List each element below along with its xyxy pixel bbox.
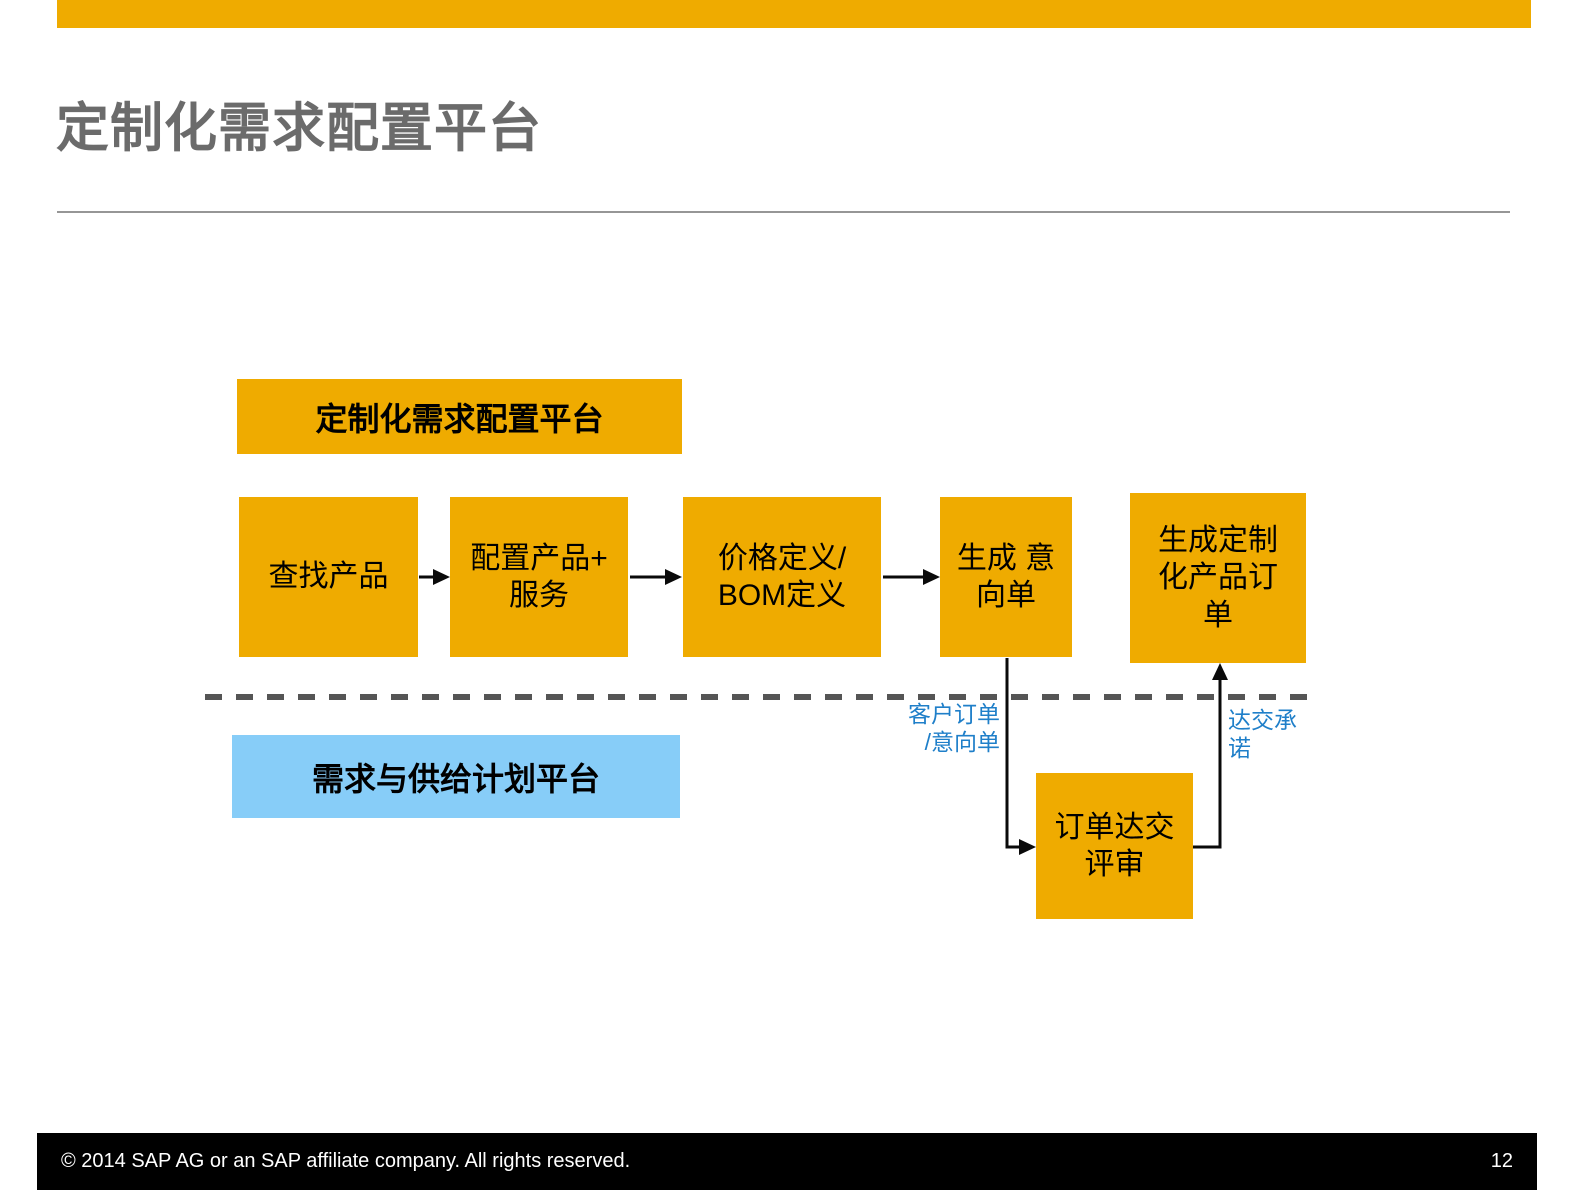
planning-platform-band-label: 需求与供给计划平台	[311, 760, 600, 797]
page-number: 12	[1490, 1150, 1513, 1172]
flow-step-price-bom-definition: 价格定义/ BOM定义	[683, 497, 881, 657]
connector-review-to-order	[1193, 663, 1228, 849]
slide-title: 定制化需求配置平台	[56, 99, 542, 158]
arrow-step3-step4	[883, 569, 940, 585]
planning-platform-band: 需求与供给计划平台	[232, 735, 680, 818]
connector-intent-to-review	[1005, 658, 1036, 855]
flow-step-create-custom-product-order: 生成定制 化产品订 单	[1130, 493, 1306, 663]
flow-step-label: 价格定义/ BOM定义	[717, 541, 847, 613]
flow-step-find-product: 查找产品	[239, 497, 418, 657]
flow-step-configure-product-service: 配置产品+ 服务	[450, 497, 628, 657]
order-fulfillment-review-box: 订单达交 评审	[1036, 773, 1193, 919]
title-divider	[57, 211, 1510, 213]
footer-bar: © 2014 SAP AG or an SAP affiliate compan…	[37, 1133, 1537, 1190]
config-platform-band: 定制化需求配置平台	[237, 379, 682, 454]
flow-step-label: 查找产品	[268, 560, 389, 594]
flow-step-label: 生成 意 向单	[956, 541, 1056, 613]
arrow-step1-step2	[419, 569, 450, 585]
flow-step-label: 配置产品+ 服务	[470, 541, 608, 613]
arrow-step2-step3	[630, 569, 682, 585]
top-accent-bar	[57, 0, 1531, 28]
edge-label-customer-order: 客户订单 /意向单	[908, 701, 1000, 755]
review-box-label: 订单达交 评审	[1054, 810, 1175, 882]
flow-step-label: 生成定制 化产品订 单	[1158, 523, 1278, 632]
edge-label-delivery-commitment: 达交承 诺	[1228, 707, 1297, 761]
flow-step-create-intent-order: 生成 意 向单	[940, 497, 1072, 657]
copyright-text: © 2014 SAP AG or an SAP affiliate compan…	[61, 1150, 631, 1172]
config-platform-band-label: 定制化需求配置平台	[315, 400, 604, 437]
